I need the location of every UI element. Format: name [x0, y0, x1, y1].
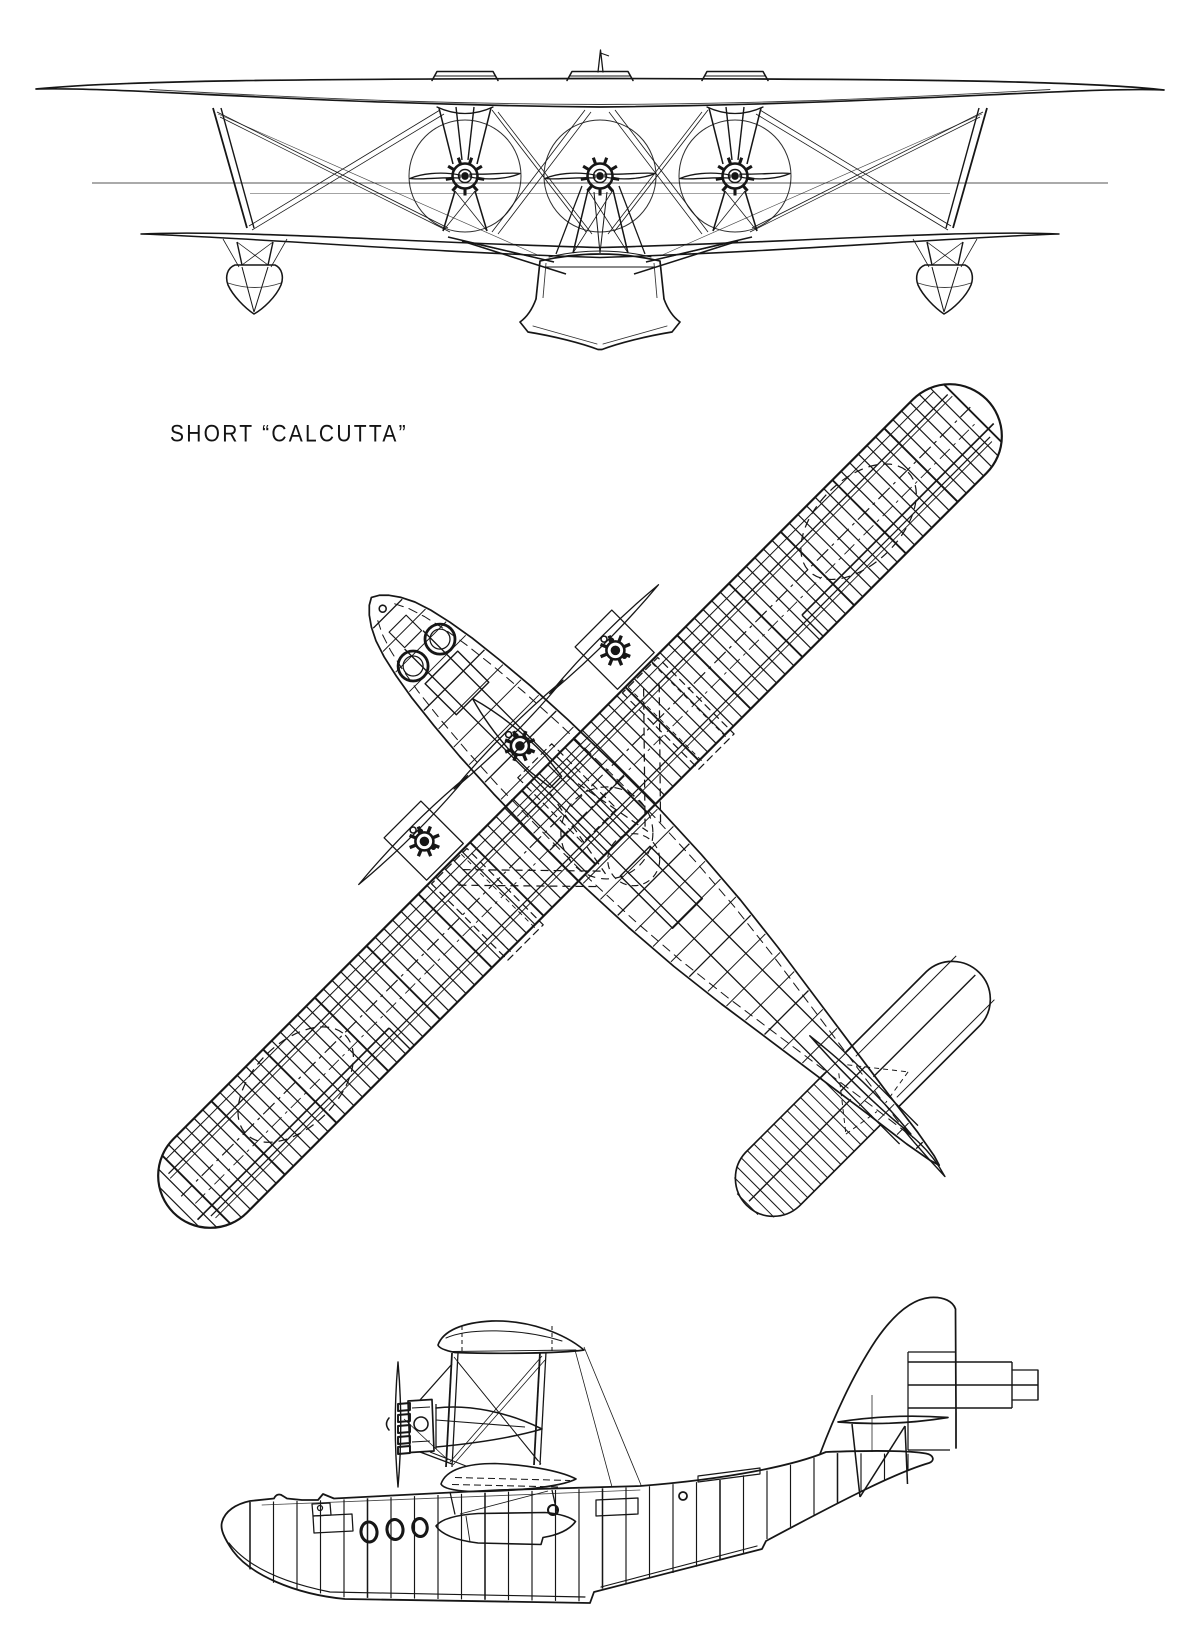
wing-cell-side [385, 1320, 642, 1546]
tail-unit-side [819, 1296, 1039, 1498]
upper-wing-front [35, 49, 1165, 115]
side-view [220, 1296, 1039, 1604]
hull-side [220, 1450, 934, 1604]
tail-unit-plan [734, 955, 995, 1218]
plan-view [157, 383, 1003, 1229]
hull-front [447, 236, 753, 351]
wing-plan [157, 383, 1003, 1229]
fuselage-plan [368, 594, 941, 1167]
engines-propellers-front [408, 106, 792, 255]
wingtip-floats-front [222, 238, 978, 315]
engines-plan [358, 584, 735, 961]
front-view [35, 49, 1165, 351]
lower-wing-front [140, 232, 1060, 259]
aircraft-name-label: SHORT “CALCUTTA” [170, 420, 408, 447]
interplane-struts-front [212, 107, 988, 257]
